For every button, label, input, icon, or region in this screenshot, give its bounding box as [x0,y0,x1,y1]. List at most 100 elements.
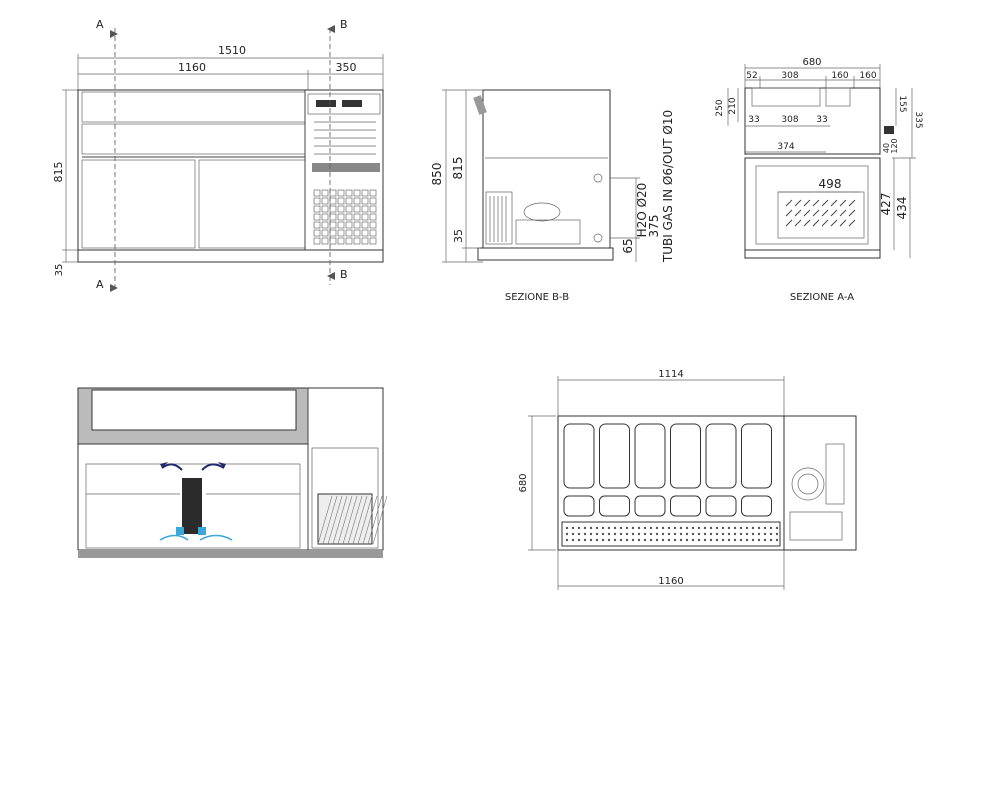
dim-aa-h335: 335 [913,111,923,128]
hatch-line [357,495,373,545]
grille-cell [337,197,345,205]
front-grille [313,189,377,245]
grille-cell [353,189,361,197]
perforation-slot [794,209,802,217]
dim-gas-height: 65 [621,238,635,253]
panel-hole [571,532,575,536]
grille-cell [353,197,361,205]
grille-cell [321,237,329,245]
grille-cell [345,213,353,221]
gn-pan-bottom [599,495,630,517]
dim-base-height: 35 [452,229,465,243]
panel-hole [763,532,767,536]
grille-cell [361,229,369,237]
perforation-slot [830,219,838,227]
panel-hole [697,538,701,542]
panel-hole [613,532,617,536]
front-view: 1510 1160 350 815 35 [52,18,384,292]
grille-cell [345,205,353,213]
panel-hole [691,532,695,536]
dim-aa-inner-b: 308 [781,115,798,125]
panel-hole [667,538,671,542]
perforation-slot [794,219,802,227]
panel-hole [619,526,623,530]
grille-cell [313,237,321,245]
panel-hole [631,526,635,530]
dim-aa-h250: 250 [715,99,725,116]
grille-cell [353,221,361,229]
panel-hole [733,526,737,530]
panel-hole [625,526,629,530]
panel-hole [655,538,659,542]
panel-hole [691,526,695,530]
hatch-line [337,495,353,545]
hatch-line [332,495,348,545]
grille-cell [369,237,377,245]
panel-hole [757,532,761,536]
grille-cell [321,213,329,221]
panel-hole [637,538,641,542]
hatch-line [347,495,363,545]
panel-hole [607,526,611,530]
panel-hole [691,538,695,542]
dim-total-width: 1510 [218,44,246,57]
grille-cell [337,213,345,221]
section-mark-b-top: B [340,18,348,31]
panel-hole [565,526,569,530]
grille-cell [313,197,321,205]
dim-aa-pan-b: 308 [781,71,798,81]
grille-cell [337,205,345,213]
panel-hole [739,532,743,536]
panel-hole [775,532,779,536]
grille-cell [321,221,329,229]
gn-pan-bottom [670,495,701,517]
panel-hole [745,526,749,530]
caption-section-aa: SEZIONE A-A [790,292,854,303]
dim-aa-pan-d: 160 [859,71,876,81]
panel-hole [673,526,677,530]
perforation-slot [830,209,838,217]
dim-total-height: 850 [430,163,444,186]
panel-hole [751,538,755,542]
panel-hole [727,538,731,542]
panel-hole [673,532,677,536]
panel-hole [577,532,581,536]
panel-hole [571,538,575,542]
label-h2o: H2O Ø20 [635,183,649,238]
grille-cell [369,197,377,205]
panel-hole [619,532,623,536]
perforation-slot [812,199,820,207]
panel-hole [649,538,653,542]
panel-hole [589,538,593,542]
grille-cell [345,229,353,237]
dim-h2o-height: 375 [647,215,661,238]
panel-hole [565,538,569,542]
hatch-line [327,495,343,545]
caption-section-bb: SEZIONE B-B [505,292,569,303]
dim-height: 815 [52,162,65,183]
grille-cell [321,229,329,237]
gn-pan-top [563,423,595,489]
gn-pan-bottom [563,495,595,517]
panel-hole [763,538,767,542]
hatch-line [322,495,338,545]
dim-left-width: 1160 [178,61,206,74]
grille-cell [353,229,361,237]
dim-aa-h120: 120 [890,138,899,153]
panel-hole [739,538,743,542]
grille-cell [313,205,321,213]
panel-hole [595,532,599,536]
panel-hole [583,538,587,542]
gn-pan-top [741,423,772,489]
perforation-slot [785,209,793,217]
grille-cell [369,205,377,213]
dim-aa-inner-a: 33 [748,115,759,125]
grille-cell [337,221,345,229]
panel-hole [733,538,737,542]
panel-hole [709,538,713,542]
dim-right-width: 350 [336,61,357,74]
dim-plan-bottom-width: 1160 [658,576,683,587]
gn-pan-top [599,423,630,489]
grille-cell [345,197,353,205]
dim-aa-h210: 210 [728,97,738,114]
